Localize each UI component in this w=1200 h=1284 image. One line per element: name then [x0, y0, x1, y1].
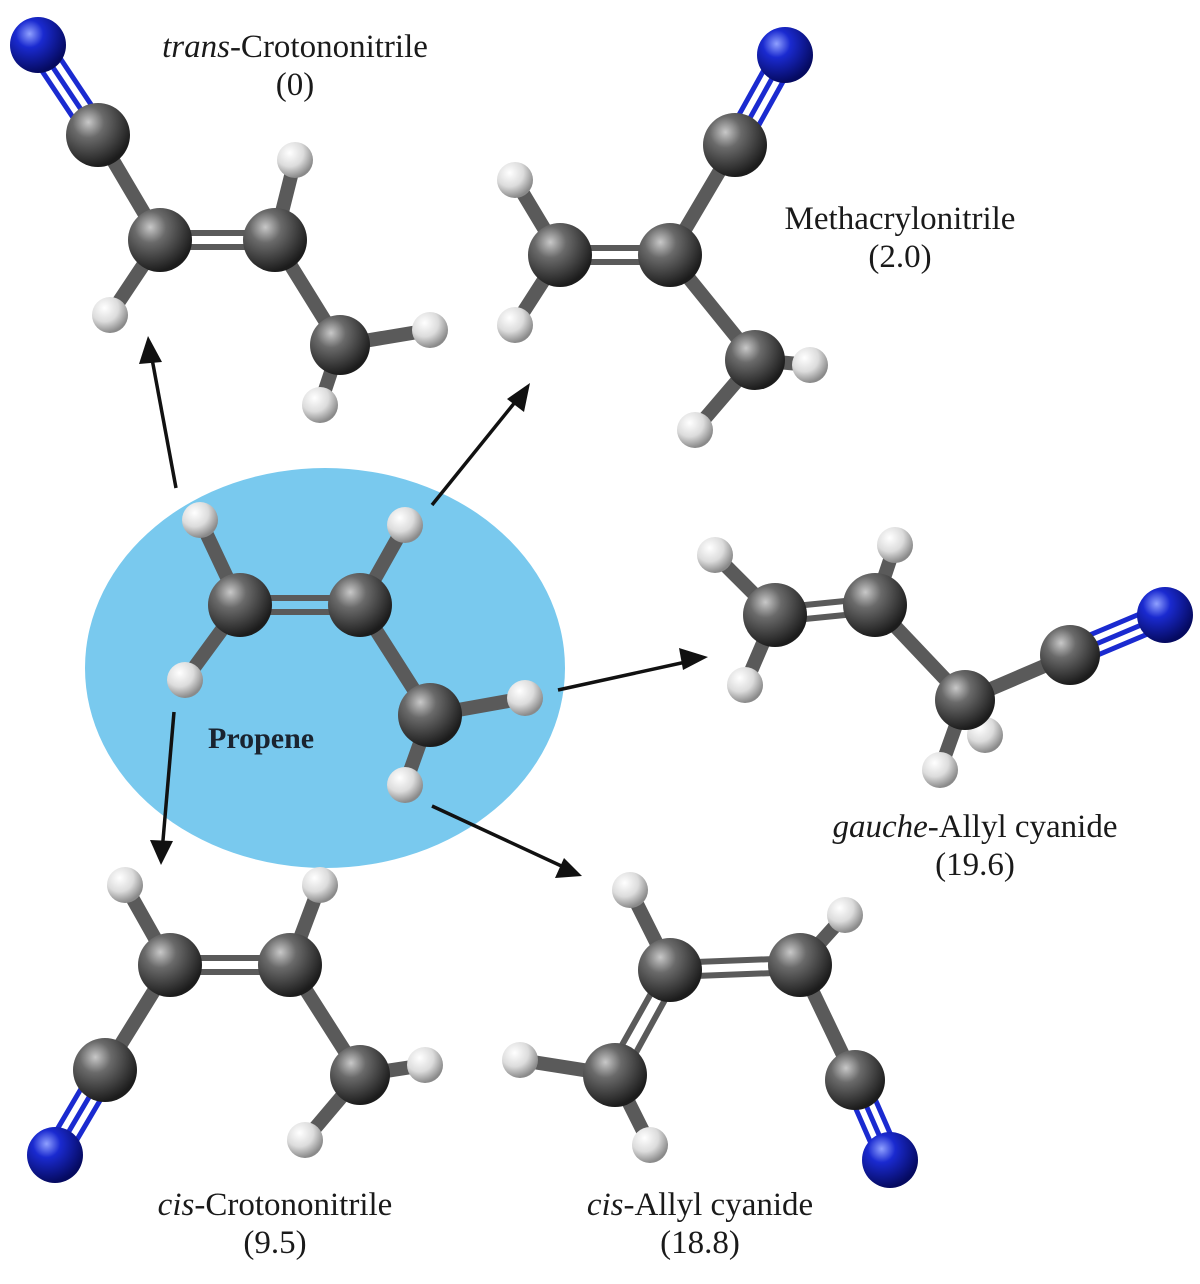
molecule-prefix: trans [162, 29, 230, 65]
molecule-prefix: gauche [832, 809, 928, 845]
arrow-to-trans-crotononitrile [148, 347, 178, 489]
arrow-to-cis-allyl-cyanide [431, 804, 571, 872]
arrow-to-methacrylonitrile [430, 394, 522, 507]
arrow-to-gauche-allyl-cyanide [557, 658, 696, 692]
cis-allyl-cyanide-label: cis-Allyl cyanide (18.8) [500, 1186, 900, 1262]
molecule-name: -Crotononitrile [194, 1187, 393, 1223]
arrows [148, 347, 696, 872]
cis-crotononitrile-label: cis-Crotononitrile (9.5) [75, 1186, 475, 1262]
gauche-allyl-cyanide-molecule [697, 527, 1193, 788]
molecule-energy: (0) [275, 67, 315, 103]
cis-crotononitrile-molecule [27, 867, 443, 1183]
molecule-energy: (19.6) [935, 847, 1015, 883]
arrowhead [139, 336, 162, 364]
molecule-name: Methacrylonitrile [784, 201, 1016, 237]
propene-molecule [167, 502, 543, 803]
molecule-prefix: cis [586, 1187, 624, 1223]
molecule-name: -Crotononitrile [229, 29, 428, 65]
cis-allyl-cyanide-molecule [502, 872, 918, 1188]
arrow-to-cis-crotononitrile [160, 711, 176, 853]
trans-crotononitrile-label: trans-Crotononitrile (0) [95, 28, 495, 104]
molecule-energy: (2.0) [868, 239, 932, 275]
propene-ellipse [85, 468, 565, 868]
molecule-prefix: cis [157, 1187, 195, 1223]
molecule-energy: (18.8) [660, 1225, 740, 1261]
molecule-name: -Allyl cyanide [927, 809, 1118, 845]
arrowhead [555, 858, 582, 878]
molecule-energy: (9.5) [243, 1225, 307, 1261]
gauche-allyl-cyanide-label: gauche-Allyl cyanide (19.6) [755, 808, 1195, 884]
molecule-name: -Allyl cyanide [623, 1187, 814, 1223]
methacrylonitrile-molecule [497, 27, 828, 448]
methacrylonitrile-label: Methacrylonitrile (2.0) [700, 200, 1100, 276]
trans-crotononitrile-molecule [10, 17, 448, 423]
arrowhead [150, 840, 173, 865]
arrowhead [507, 383, 530, 412]
arrowhead [679, 648, 708, 670]
propene-label: Propene [208, 722, 315, 755]
